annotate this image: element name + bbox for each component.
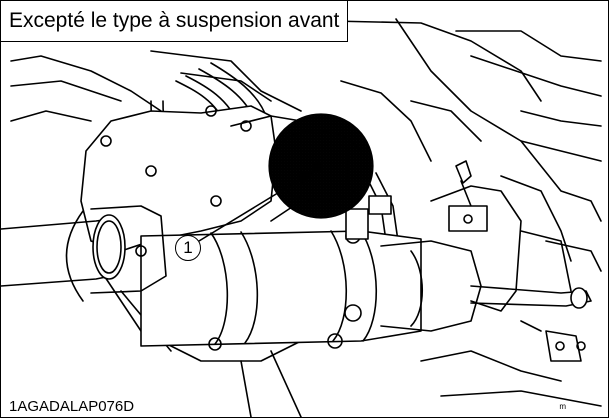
reference-code: 1AGADALAP076D xyxy=(7,398,137,415)
tie-rod-assembly xyxy=(430,160,592,362)
callout-leader xyxy=(198,170,314,242)
corner-mark: m xyxy=(559,402,566,411)
highlight-area xyxy=(268,113,374,219)
axle-tube xyxy=(1,205,167,302)
diagram-title: Excepté le type à suspension avant xyxy=(1,1,349,42)
callout-marker-1: 1 xyxy=(175,235,201,261)
chassis-background xyxy=(10,18,602,417)
